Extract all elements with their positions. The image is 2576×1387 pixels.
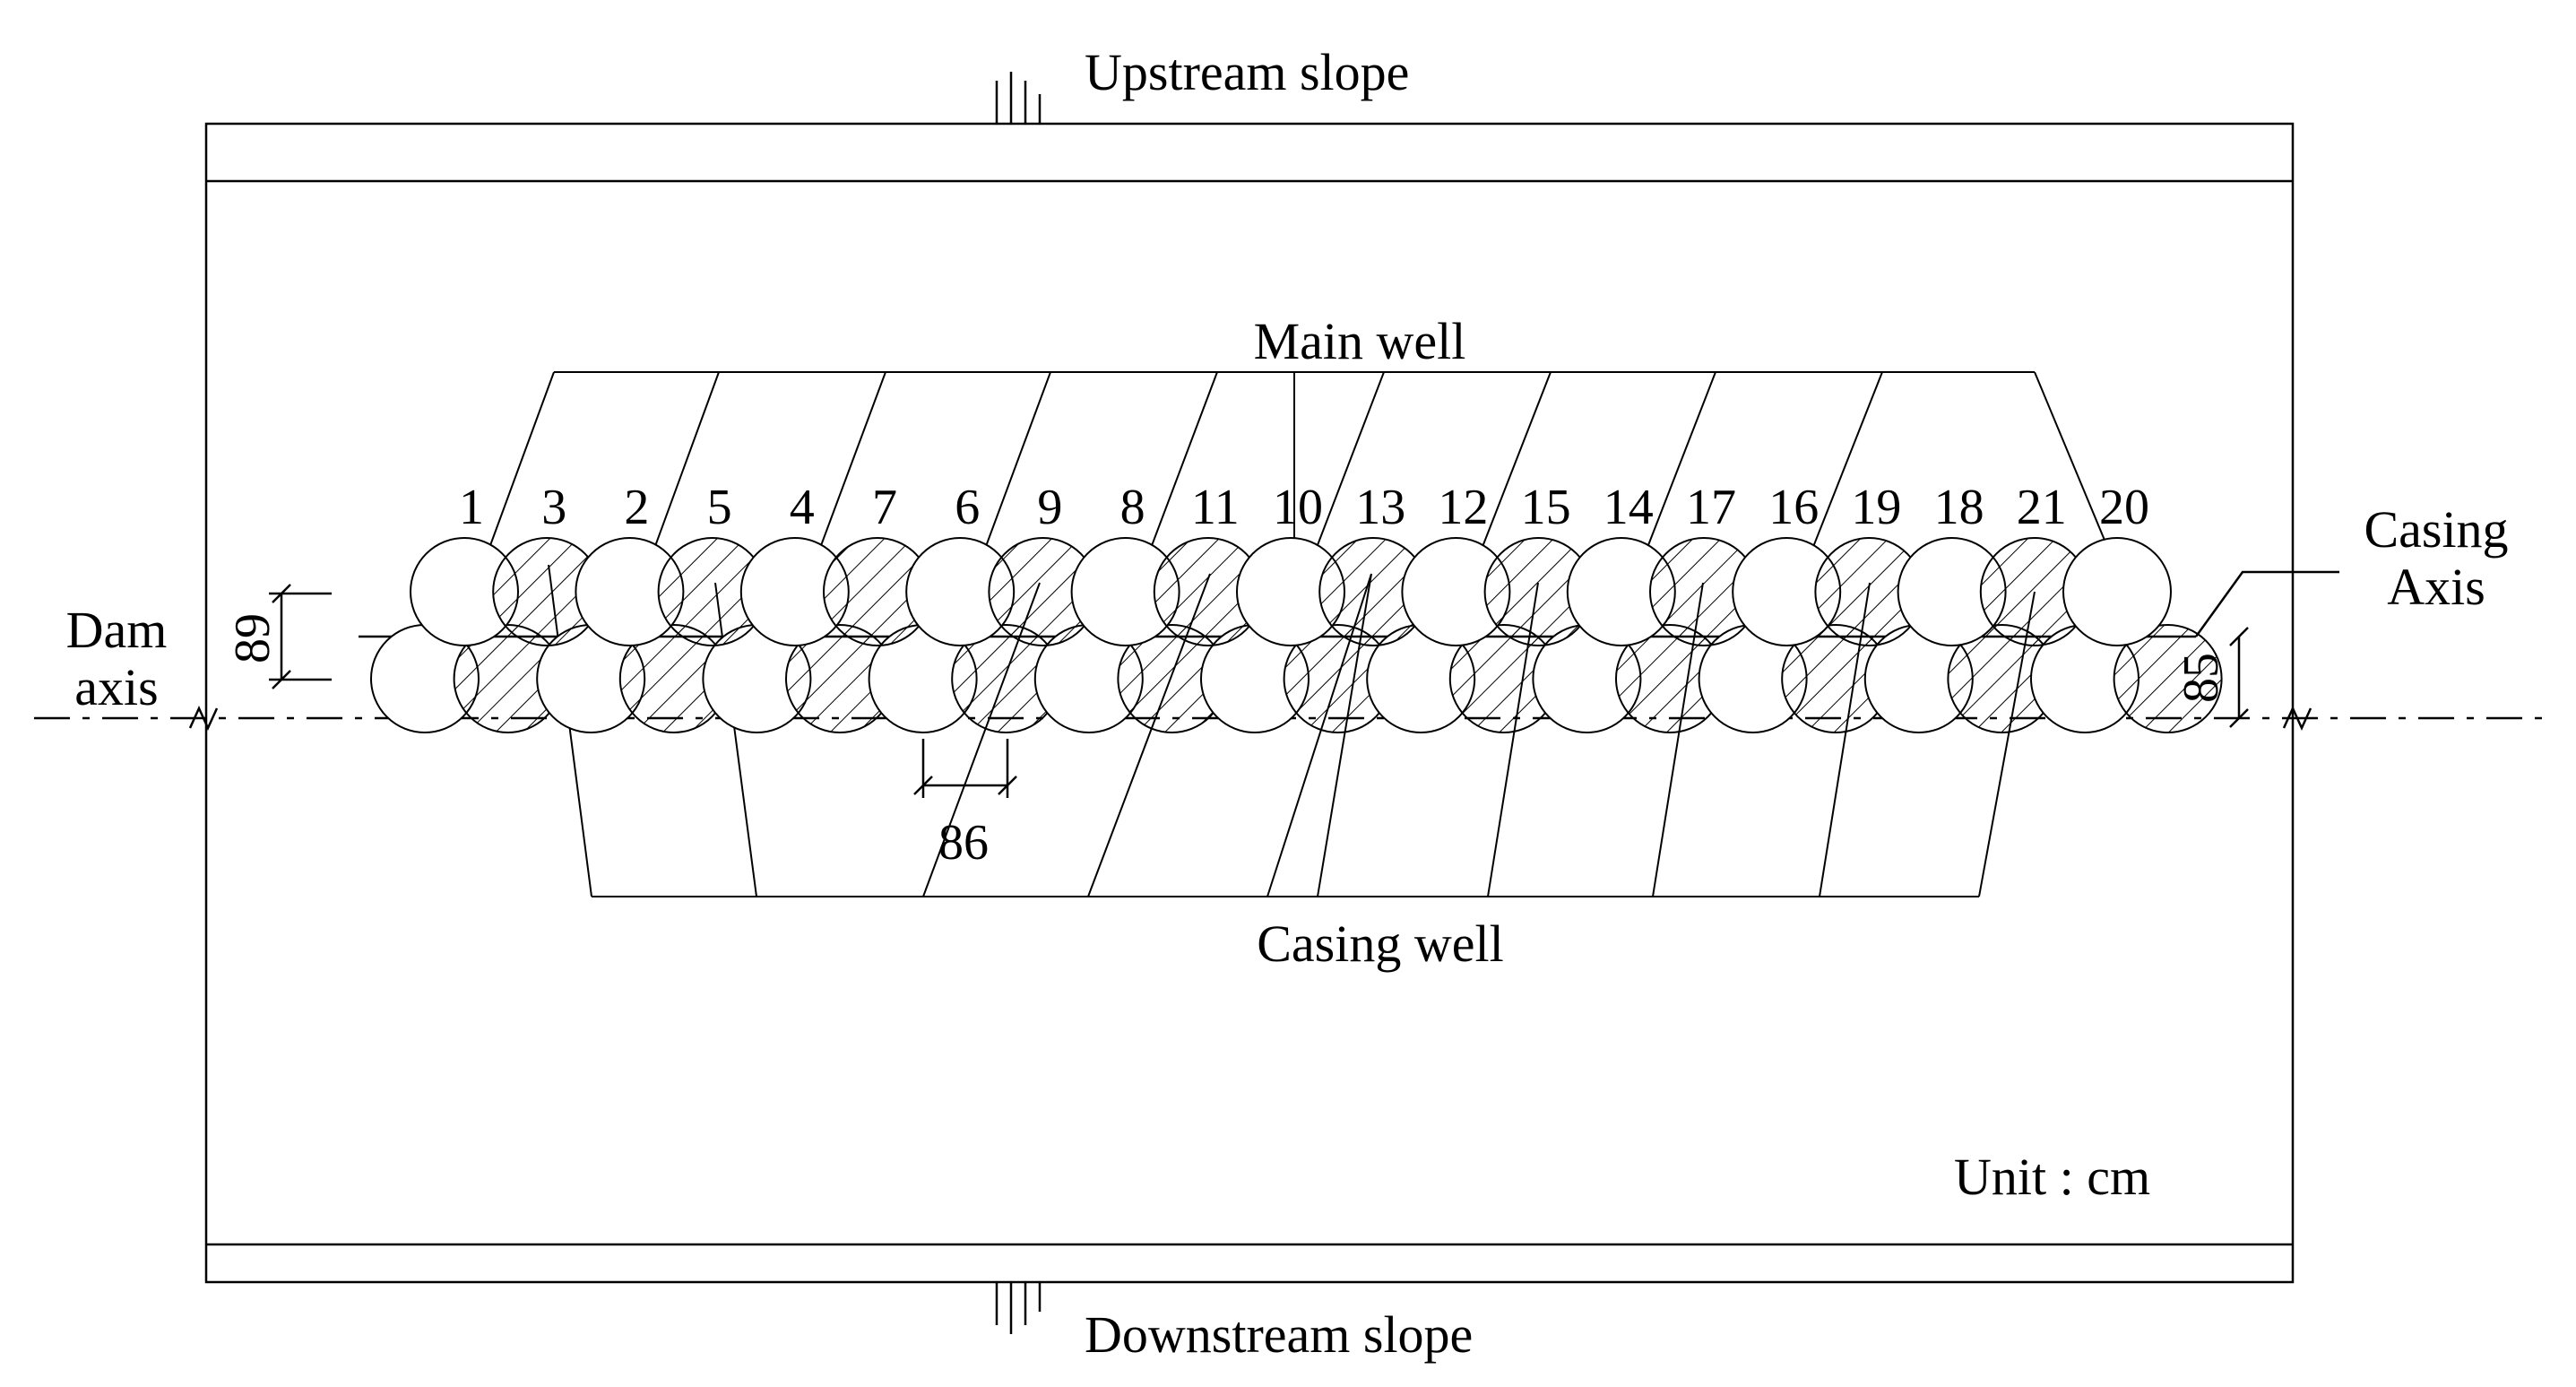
downstream-break-symbol xyxy=(995,1282,1042,1334)
pile-number: 2 xyxy=(624,480,649,535)
pile-number: 4 xyxy=(790,480,815,535)
pile-number: 19 xyxy=(1851,480,1901,535)
pile-number: 17 xyxy=(1686,480,1736,535)
pile-number: 1 xyxy=(459,480,484,535)
spacing-value: 86 xyxy=(938,815,989,871)
pile-number: 20 xyxy=(2099,480,2149,535)
casing-well-label: Casing well xyxy=(1257,915,1503,973)
row-offset-value: 89 xyxy=(225,613,281,663)
dam-body-outline xyxy=(204,122,2295,1284)
pile-number: 6 xyxy=(955,480,980,535)
casing-axis-label-line1: Casing xyxy=(2364,500,2508,559)
dam-axis-label-line2: axis xyxy=(74,658,158,716)
casing-offset-value: 85 xyxy=(2174,653,2229,703)
pile-number: 15 xyxy=(1521,480,1571,535)
pile-number: 5 xyxy=(707,480,732,535)
upstream-slope-label: Upstream slope xyxy=(1085,43,1409,101)
pile-number: 13 xyxy=(1355,480,1405,535)
spacing-dimension xyxy=(913,739,1017,798)
casing-axis-leader xyxy=(2194,570,2339,637)
pile-number: 7 xyxy=(872,480,897,535)
casing-axis-label-line2: Axis xyxy=(2387,558,2485,616)
row-offset-dimension xyxy=(269,584,332,689)
pile-number: 3 xyxy=(541,480,566,535)
pile-number: 8 xyxy=(1120,480,1145,535)
top-row-piles xyxy=(410,537,2172,646)
downstream-slope-label: Downstream slope xyxy=(1085,1305,1473,1364)
pile-number: 16 xyxy=(1768,480,1819,535)
casing-offset-dimension xyxy=(2229,627,2249,728)
pile-number: 21 xyxy=(2017,480,2067,535)
dam-outline xyxy=(204,122,2295,1284)
bottom-row-piles xyxy=(370,624,2223,733)
pile-number: 9 xyxy=(1037,480,1062,535)
pile-number: 10 xyxy=(1273,480,1323,535)
pile-number: 14 xyxy=(1604,480,1654,535)
pile-number: 12 xyxy=(1438,480,1488,535)
main-pile xyxy=(2062,537,2172,646)
unit-label: Unit : cm xyxy=(1954,1148,2150,1206)
pile-number: 18 xyxy=(1934,480,1984,535)
upstream-break-symbol xyxy=(995,72,1042,124)
casing-pile-hatched xyxy=(2113,624,2223,733)
dam-axis-break-marks xyxy=(188,705,2312,732)
dam-axis-label-line1: Dam xyxy=(66,601,168,659)
main-well-label: Main well xyxy=(1254,312,1466,370)
pile-number: 11 xyxy=(1191,480,1240,535)
